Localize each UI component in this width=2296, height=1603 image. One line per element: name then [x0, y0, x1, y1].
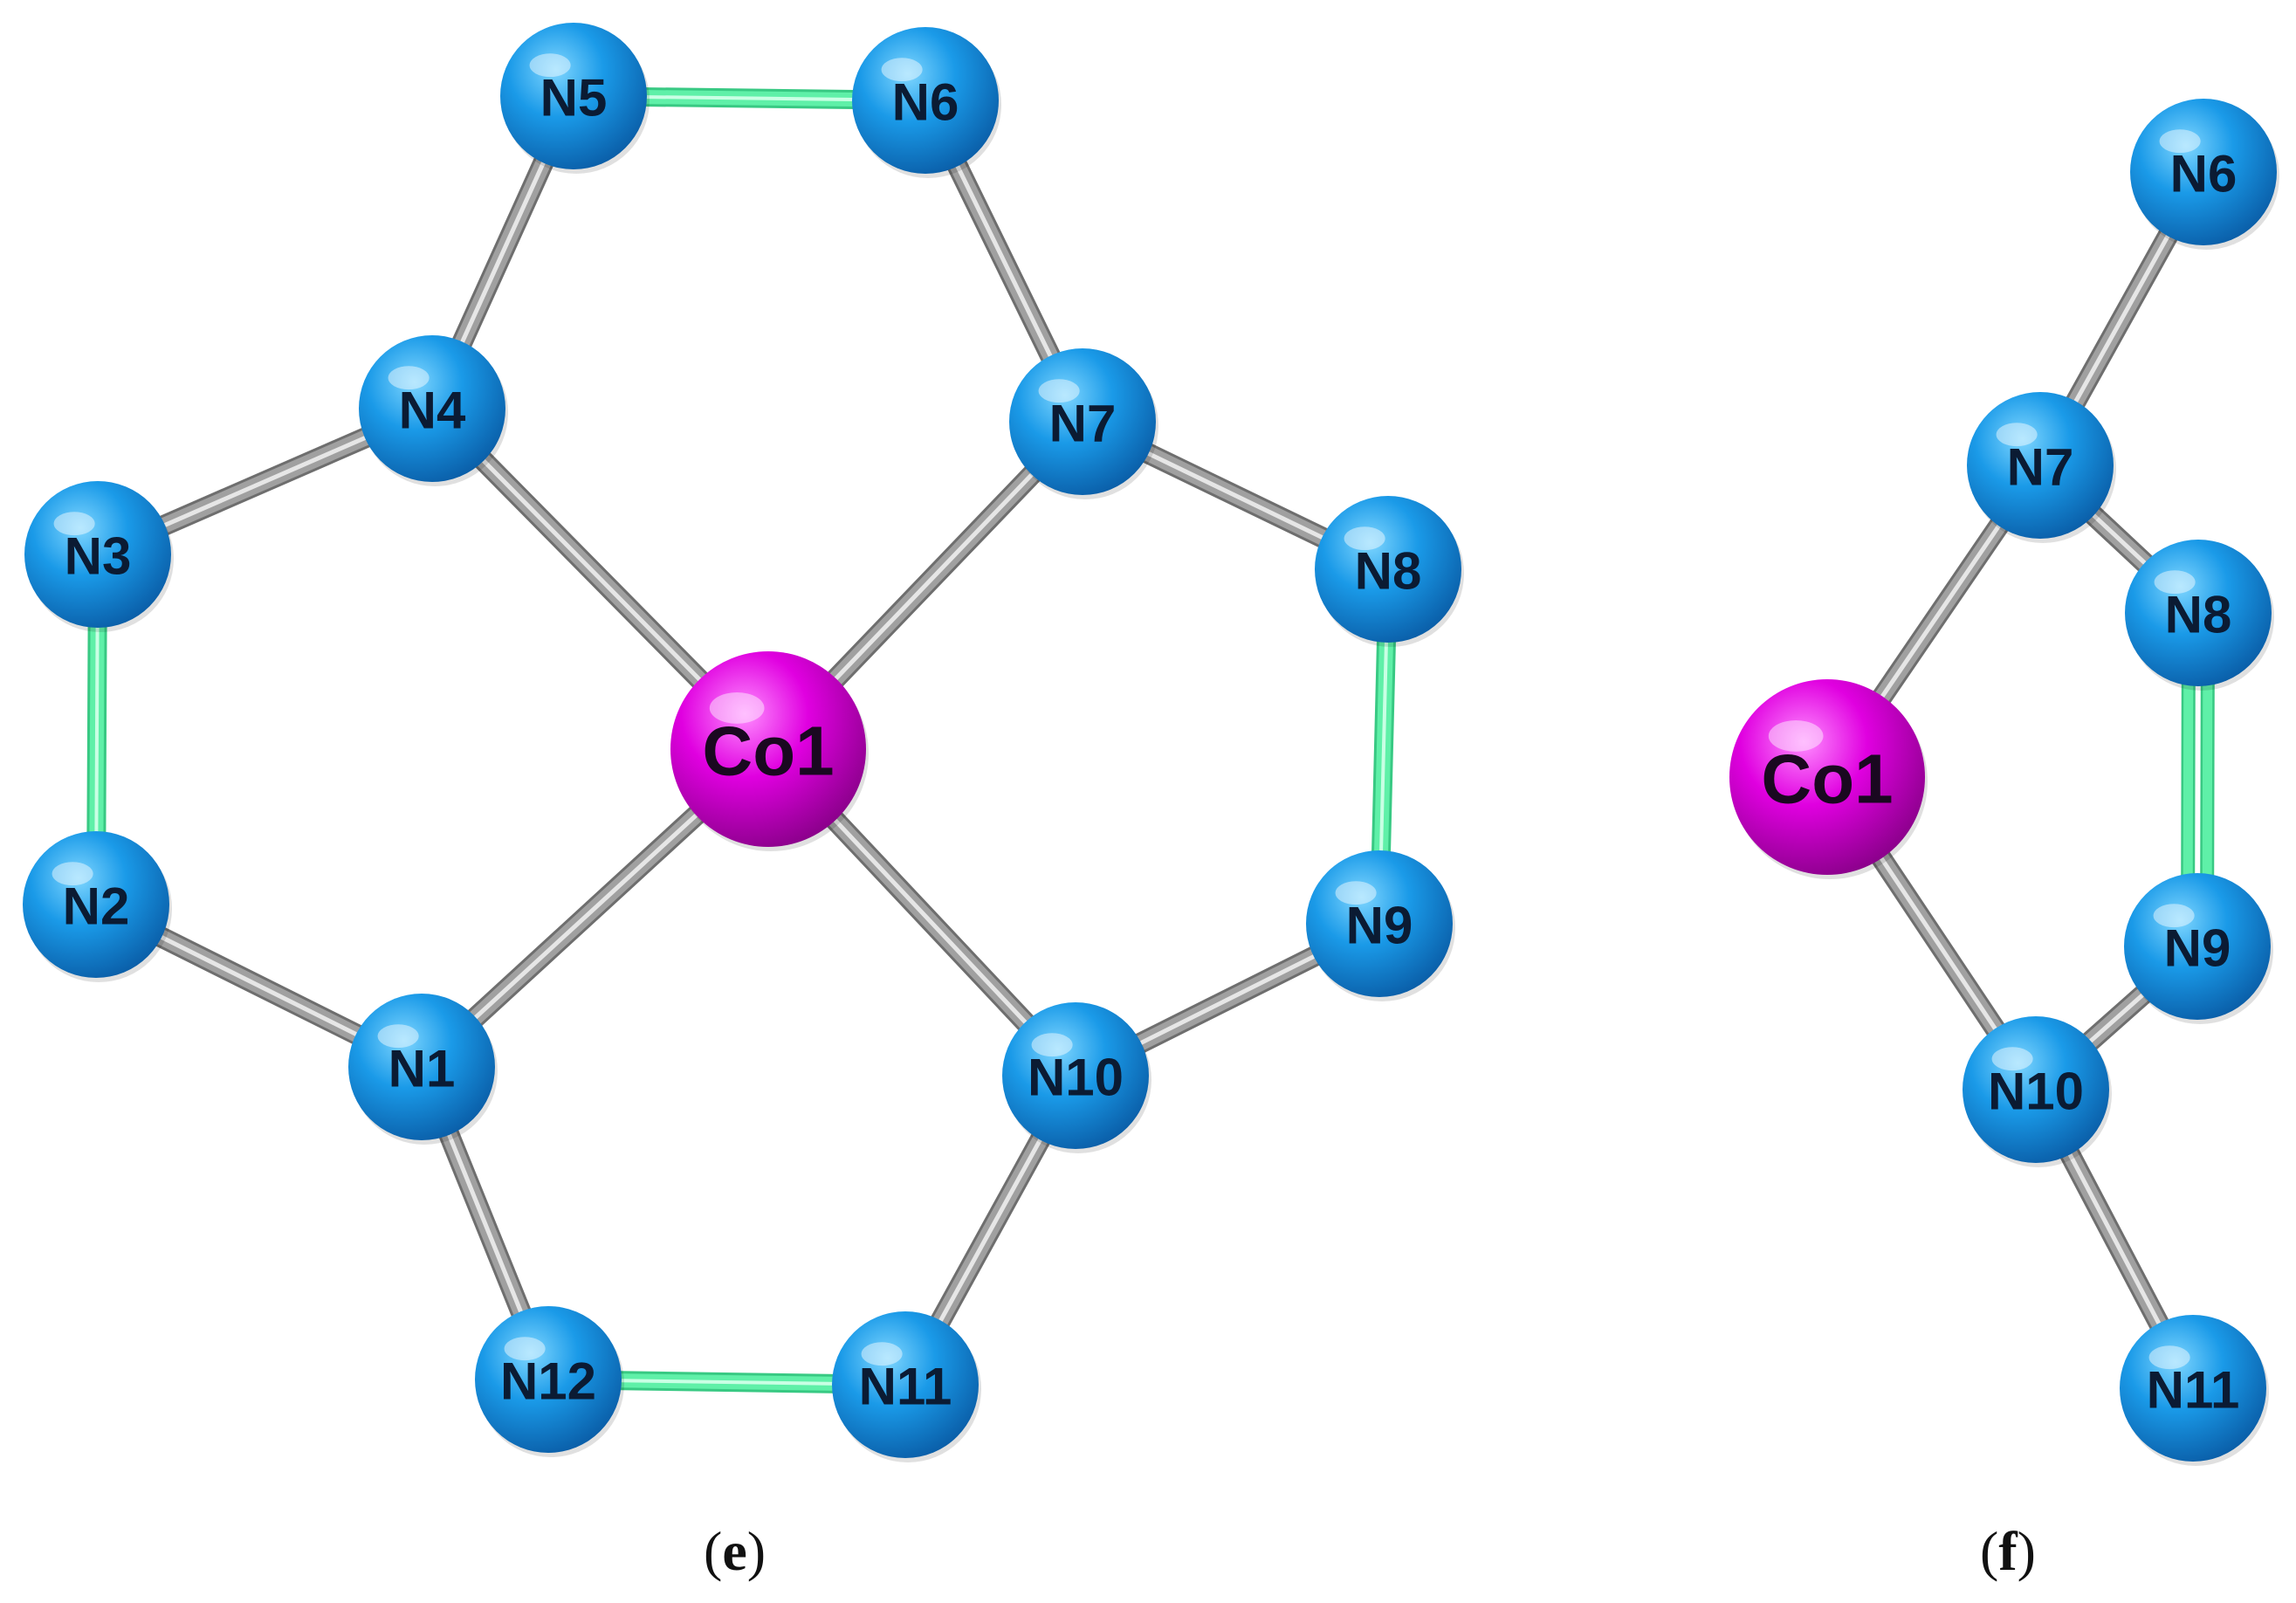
atom-e-N8: N8 — [1315, 496, 1464, 647]
atom-e-N12: N12 — [475, 1306, 624, 1457]
atom-label-Co1: Co1 — [702, 712, 834, 790]
nitrogen-sphere — [1002, 1002, 1149, 1149]
panel-caption-f: (f) — [1980, 1520, 2036, 1582]
atom-highlight — [1344, 526, 1385, 551]
panel-caption-e: (e) — [704, 1520, 766, 1582]
atom-label-N12: N12 — [500, 1352, 596, 1411]
nitrogen-sphere — [1315, 496, 1461, 643]
atom-label-N1: N1 — [388, 1040, 456, 1098]
atom-e-N1: N1 — [348, 994, 498, 1145]
nitrogen-sphere — [852, 27, 999, 174]
atom-label-N11: N11 — [859, 1358, 952, 1416]
atom-label-N10: N10 — [1028, 1049, 1124, 1107]
atom-label-N6: N6 — [2170, 145, 2238, 203]
atom-highlight — [2148, 1345, 2190, 1370]
nitrogen-sphere — [475, 1306, 622, 1453]
atom-e-N10: N10 — [1002, 1002, 1151, 1153]
atom-f-N7: N7 — [1967, 392, 2116, 543]
nitrogen-sphere — [2130, 99, 2277, 245]
atom-label-N9: N9 — [1346, 897, 1413, 955]
nitrogen-sphere — [24, 481, 171, 628]
panel-caption-f-letter: f — [1998, 1520, 2018, 1582]
nitrogen-sphere — [23, 831, 169, 978]
nitrogen-sphere — [1963, 1016, 2109, 1163]
atom-e-N4: N4 — [359, 335, 508, 486]
atom-highlight — [529, 53, 571, 78]
atom-label-N5: N5 — [540, 69, 608, 127]
atom-highlight — [1335, 881, 1377, 905]
atom-highlight — [881, 58, 923, 82]
panel-caption-e-letter: e — [722, 1520, 747, 1582]
atom-e-N6: N6 — [852, 27, 1001, 178]
atom-e-N11: N11 — [832, 1311, 981, 1462]
atom-highlight — [2159, 129, 2201, 154]
nitrogen-sphere — [1967, 392, 2114, 539]
atom-label-N9: N9 — [2164, 919, 2231, 978]
atom-label-N10: N10 — [1988, 1063, 2084, 1121]
atom-highlight — [1991, 1047, 2033, 1071]
atom-highlight — [1996, 423, 2038, 447]
atom-f-N8: N8 — [2125, 540, 2274, 691]
cobalt-sphere — [1729, 679, 1925, 875]
atom-e-N2: N2 — [23, 831, 172, 982]
nitrogen-sphere — [500, 23, 647, 169]
atom-highlight — [1031, 1033, 1073, 1057]
nitrogen-sphere — [359, 335, 505, 482]
atom-label-N2: N2 — [63, 877, 130, 936]
nitrogen-sphere — [348, 994, 495, 1140]
atom-label-N8: N8 — [1355, 542, 1422, 601]
atom-e-N9: N9 — [1306, 850, 1455, 1001]
nitrogen-sphere — [2125, 540, 2272, 686]
atom-f-N11: N11 — [2120, 1315, 2269, 1466]
cobalt-sphere — [670, 651, 866, 847]
atom-label-N3: N3 — [65, 527, 132, 586]
atom-label-N6: N6 — [892, 73, 959, 132]
atom-highlight — [861, 1342, 903, 1366]
atom-f-N9: N9 — [2124, 873, 2273, 1024]
nitrogen-sphere — [2124, 873, 2271, 1020]
atom-e-N7: N7 — [1009, 348, 1158, 499]
atom-highlight — [377, 1024, 419, 1049]
atom-f-Co1: Co1 — [1729, 679, 1928, 879]
atom-highlight — [1038, 379, 1080, 403]
atom-e-N5: N5 — [500, 23, 650, 174]
atom-f-N6: N6 — [2130, 99, 2279, 250]
atom-highlight — [52, 862, 93, 886]
atom-label-N7: N7 — [1049, 395, 1117, 453]
atom-highlight — [709, 692, 765, 724]
atom-highlight — [2153, 904, 2195, 928]
atom-highlight — [53, 512, 95, 536]
nitrogen-sphere — [832, 1311, 979, 1458]
nitrogen-sphere — [1009, 348, 1156, 495]
atom-f-N10: N10 — [1963, 1016, 2112, 1167]
atom-e-N3: N3 — [24, 481, 174, 632]
atom-highlight — [388, 366, 430, 390]
atom-e-Co1: Co1 — [670, 651, 869, 851]
atom-highlight — [504, 1337, 546, 1361]
atom-label-Co1: Co1 — [1761, 740, 1893, 818]
nitrogen-sphere — [2120, 1315, 2266, 1462]
atom-label-N8: N8 — [2165, 586, 2232, 644]
atom-label-N11: N11 — [2147, 1361, 2240, 1420]
atom-highlight — [1768, 720, 1824, 752]
atom-highlight — [2154, 570, 2196, 595]
atom-label-N4: N4 — [399, 382, 466, 440]
atom-label-N7: N7 — [2007, 438, 2074, 497]
nitrogen-sphere — [1306, 850, 1453, 997]
